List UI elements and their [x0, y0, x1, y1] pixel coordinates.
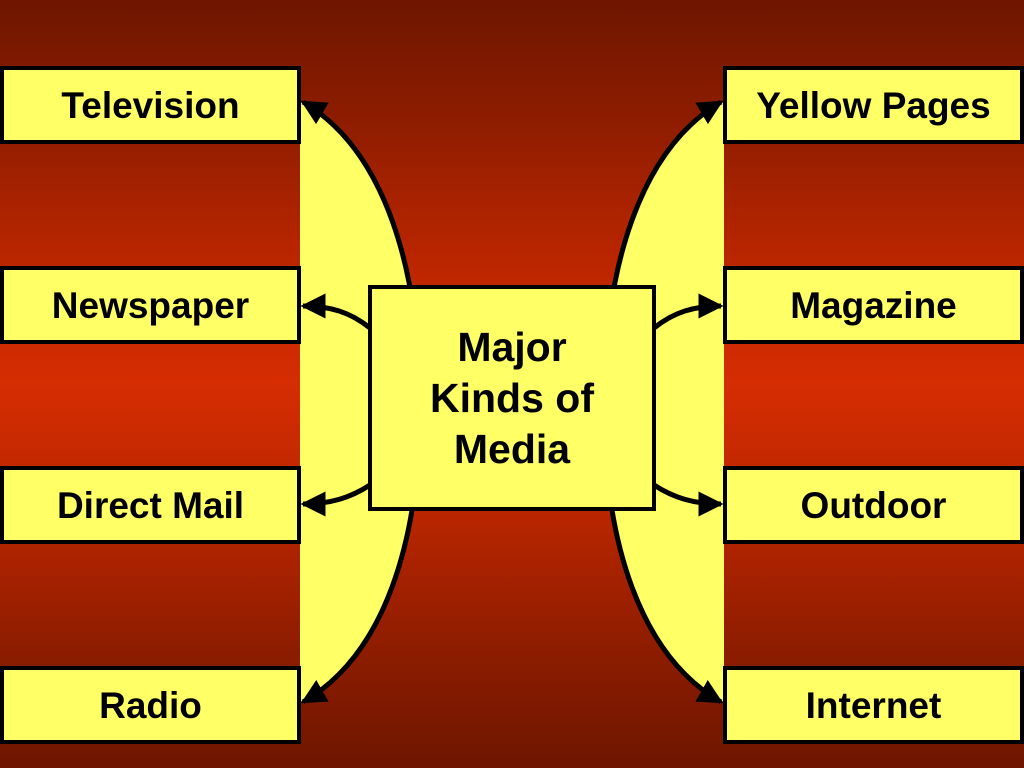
media-label-internet: Internet: [805, 684, 942, 726]
right-arc-fill: [604, 102, 724, 702]
media-box-television: Television: [0, 66, 301, 144]
center-title-line-3: Media: [453, 425, 571, 472]
media-box-magazine: Magazine: [723, 266, 1024, 344]
media-label-newspaper: Newspaper: [51, 284, 250, 326]
arrow-to-newspaper: [300, 293, 372, 330]
left-arc-fill: [300, 102, 420, 702]
media-label-yellow-pages: Yellow Pages: [756, 84, 991, 126]
media-box-outdoor: Outdoor: [723, 466, 1024, 544]
arrow-to-magazine: [652, 293, 724, 330]
center-topic-title: Major Kinds of Media: [430, 322, 594, 475]
media-box-direct-mail: Direct Mail: [0, 466, 301, 544]
media-box-newspaper: Newspaper: [0, 266, 301, 344]
arrow-to-outdoor: [652, 482, 724, 517]
arrow-to-direct-mail: [300, 482, 372, 517]
media-box-internet: Internet: [723, 666, 1024, 744]
media-label-radio: Radio: [99, 684, 202, 726]
center-title-line-1: Major: [457, 323, 567, 370]
media-label-television: Television: [61, 84, 240, 126]
media-label-direct-mail: Direct Mail: [56, 484, 245, 526]
center-title-line-2: Kinds of: [430, 374, 594, 421]
media-box-radio: Radio: [0, 666, 301, 744]
media-label-outdoor: Outdoor: [800, 484, 947, 526]
center-topic-box: Major Kinds of Media: [368, 285, 656, 511]
media-label-magazine: Magazine: [790, 284, 957, 326]
media-box-yellow-pages: Yellow Pages: [723, 66, 1024, 144]
